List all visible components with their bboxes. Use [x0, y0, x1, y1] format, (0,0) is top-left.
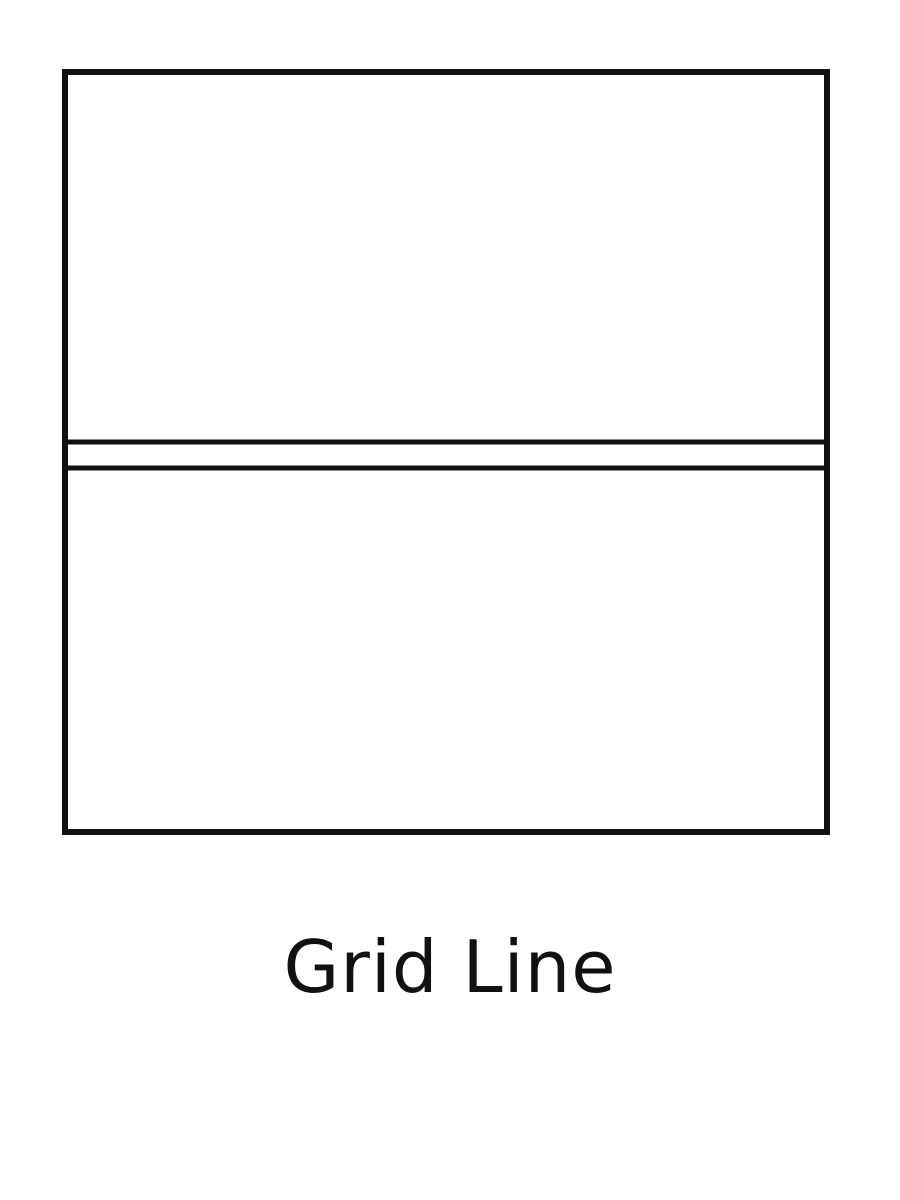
diagram-caption: Grid Line	[283, 925, 617, 1009]
outer-frame	[62, 69, 830, 835]
